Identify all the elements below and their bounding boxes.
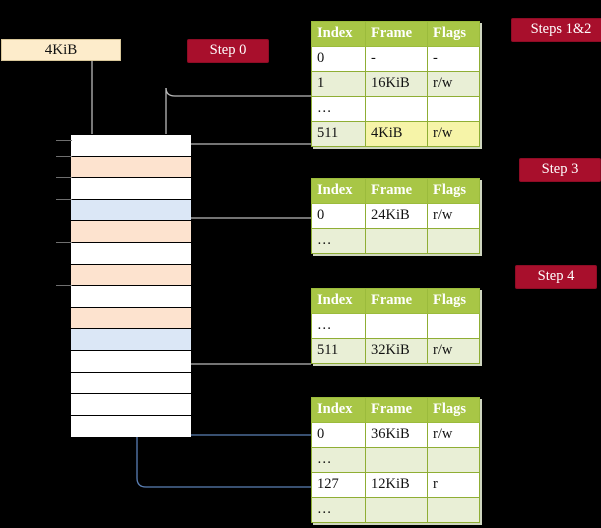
cell-index: … [311, 313, 366, 339]
memory-tick-5 [56, 285, 72, 286]
column-header-frame: Frame [365, 397, 428, 423]
cell-index: 0 [311, 46, 366, 72]
cell-frame [365, 313, 428, 339]
memory-tick-4 [56, 242, 72, 243]
cell-frame: 32KiB [365, 338, 428, 364]
table-row: … [311, 313, 480, 339]
memory-frame-7 [71, 286, 191, 308]
memory-tick-3 [56, 199, 72, 200]
memory-frame-5 [71, 243, 191, 265]
cell-index: 511 [311, 338, 366, 364]
memory-tick-2 [56, 177, 72, 178]
cell-index: … [311, 228, 366, 254]
cell-flags: r [427, 472, 480, 498]
column-header-frame: Frame [365, 21, 428, 47]
cell-index: 127 [311, 472, 366, 498]
table-row: … [311, 447, 480, 473]
column-header-flags: Flags [427, 178, 480, 204]
cell-index: 0 [311, 422, 366, 448]
memory-frame-13 [71, 415, 191, 438]
column-header-frame: Frame [365, 178, 428, 204]
table-row: 0-- [311, 46, 480, 72]
column-header-frame: Frame [365, 288, 428, 314]
memory-frame-3 [71, 199, 191, 222]
memory-frame-11 [71, 372, 191, 395]
cell-index: 511 [311, 121, 366, 147]
cell-index: 0 [311, 203, 366, 229]
column-header-flags: Flags [427, 288, 480, 314]
column-header-index: Index [311, 21, 366, 47]
memory-tick-0 [56, 140, 72, 141]
cell-index: 1 [311, 71, 366, 97]
cell-frame [365, 497, 428, 523]
badge-step-4: Step 4 [516, 266, 596, 288]
cell-flags [427, 228, 480, 254]
cell-flags: - [427, 46, 480, 72]
badge-step-3: Step 3 [520, 159, 600, 181]
cell-flags [427, 447, 480, 473]
memory-frame-9 [71, 329, 191, 351]
cell-frame: - [365, 46, 428, 72]
cell-frame: 24KiB [365, 203, 428, 229]
memory-tick-1 [56, 156, 72, 157]
memory-frame-10 [71, 351, 191, 373]
cell-frame [365, 228, 428, 254]
memory-frame-4 [71, 221, 191, 243]
cell-flags: r/w [427, 71, 480, 97]
memory-frame-6 [71, 264, 191, 287]
memory-frame-0 [71, 135, 191, 157]
table-row: … [311, 96, 480, 122]
column-header-index: Index [311, 397, 366, 423]
table-row: … [311, 497, 480, 523]
cell-frame: 36KiB [365, 422, 428, 448]
virtual-address-4kib: 4KiB [1, 39, 121, 61]
column-header-flags: Flags [427, 21, 480, 47]
column-header-index: Index [311, 288, 366, 314]
physical-memory-column [70, 134, 191, 438]
column-header-flags: Flags [427, 397, 480, 423]
cell-frame [365, 96, 428, 122]
cell-frame: 16KiB [365, 71, 428, 97]
memory-frame-12 [71, 394, 191, 416]
cell-frame: 12KiB [365, 472, 428, 498]
column-header-index: Index [311, 178, 366, 204]
cell-flags [427, 313, 480, 339]
cell-flags [427, 96, 480, 122]
cell-frame: 4KiB [365, 121, 428, 147]
cell-flags: r/w [427, 338, 480, 364]
memory-frame-8 [71, 307, 191, 330]
cell-flags [427, 497, 480, 523]
cell-index: … [311, 447, 366, 473]
virtual-address-label: 4KiB [44, 42, 78, 58]
memory-frame-1 [71, 156, 191, 179]
wire-level0-row1-left [165, 87, 311, 97]
badge-step-0: Step 0 [188, 40, 268, 62]
cell-flags: r/w [427, 203, 480, 229]
badge-steps-1-2: Steps 1&2 [512, 19, 601, 41]
cell-flags: r/w [427, 422, 480, 448]
memory-frame-2 [71, 178, 191, 200]
cell-frame [365, 447, 428, 473]
cell-flags: r/w [427, 121, 480, 147]
cell-index: … [311, 497, 366, 523]
cell-index: … [311, 96, 366, 122]
table-row: … [311, 228, 480, 254]
